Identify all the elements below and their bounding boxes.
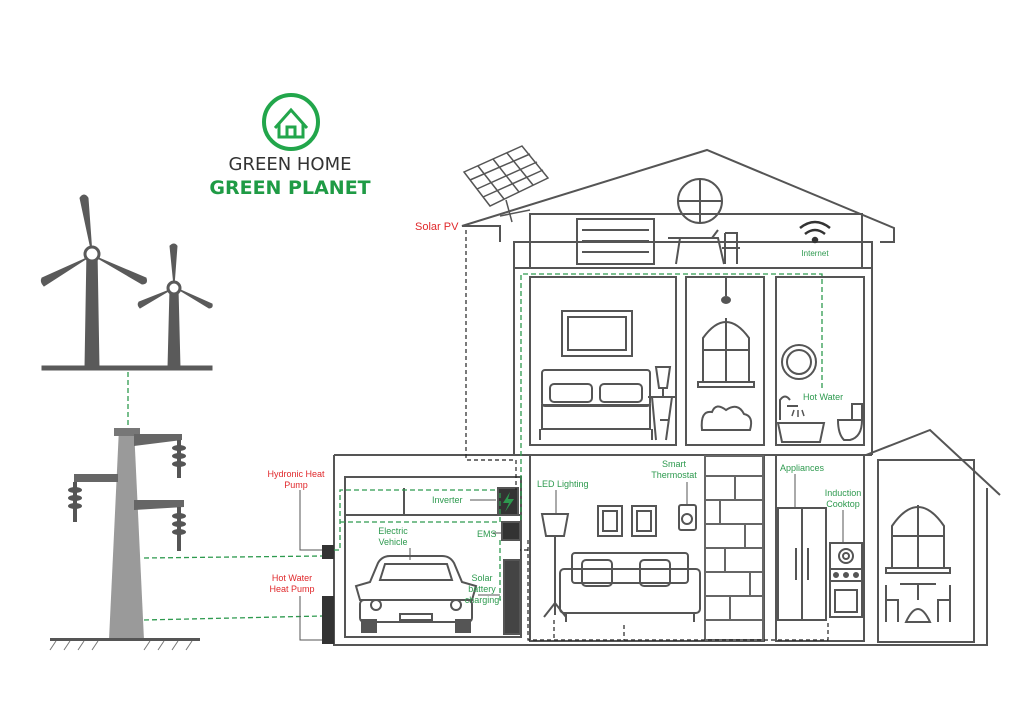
bathtub-foam-icon [700,405,753,431]
garage [344,476,522,638]
garage-contents [354,487,521,635]
picture-frame-icon [597,505,623,537]
label-ems: EMS [477,529,497,539]
kitchen [775,454,865,642]
logo: GREEN HOME GREEN PLANET [209,93,371,199]
sofa-icon [559,552,701,622]
bed-icon [539,369,653,440]
floor-lamp-icon [540,513,570,618]
battery-icon [503,559,521,635]
lamp-icon [648,366,676,441]
label-induction-line2: Cooktop [826,499,860,509]
chair-icon [722,232,740,264]
label-induction-line1: Induction [825,488,862,498]
label-thermostat-line1: Smart [662,459,687,469]
dining-chair-icon [937,585,951,622]
picture-frame-icon [631,505,657,537]
label-hydronic-line2: Pump [284,480,308,490]
induction-cooktop-icon [829,542,863,618]
kitchen-contents [777,507,863,621]
label-inverter: Inverter [432,495,463,505]
black-dashed-lines [465,230,829,641]
wind-turbine-small-icon [137,243,213,369]
ems-device-icon [501,521,521,541]
arched-window-icon [891,506,945,569]
refrigerator-icon [777,507,827,621]
shower-head-icon [779,395,798,420]
label-solar-batt-line2: battery [468,584,496,594]
label-solar-batt-line3: charging [465,595,500,605]
label-hot-water: Hot Water [803,392,843,402]
house-in-circle-icon [262,93,320,151]
label-solar-pv: Solar PV [415,221,459,233]
label-hydronic-line1: Hydronic Heat [267,469,325,479]
living-room-contents [540,455,764,641]
solar-panel-icon [462,145,550,223]
label-hw-pump-line2: Heat Pump [269,584,314,594]
round-mirror-icon [781,344,817,380]
bathroom [775,276,865,446]
label-ev-line2: Vehicle [378,537,407,547]
small-room-contents [697,277,755,431]
turbine-ground-line [41,365,213,371]
label-appliances: Appliances [780,463,825,473]
bathtub-icon [776,422,826,443]
pylon-ground-line [50,638,200,641]
dining-table-icon [900,583,936,623]
dining-room-contents [885,505,951,623]
thermostat-icon [678,504,697,531]
wifi-icon [799,220,831,244]
toilet-icon [836,419,864,441]
desk-icon [668,229,725,265]
labels: Solar PV Internet Hot Water Hydronic Hea… [267,221,861,605]
electric-car-icon [354,555,478,633]
dining-room [877,459,975,643]
hydronic-heat-pump-unit [322,545,334,559]
label-internet: Internet [801,249,829,258]
transmission-pylon-icon [49,428,200,651]
label-hw-pump-line1: Hot Water [272,573,312,583]
brand-line-1: GREEN HOME [229,154,352,175]
label-solar-batt-line1: Solar [471,573,492,583]
attic-contents [576,178,740,265]
arched-window-icon [702,321,750,383]
label-led-lighting: LED Lighting [537,479,589,489]
lightning-bolt-icon [503,492,514,512]
bedroom-contents [539,310,676,441]
label-thermostat-line2: Thermostat [651,470,697,480]
storage-crate-icon [576,218,655,265]
bathroom-contents [776,344,864,443]
brand-line-2: GREEN PLANET [209,177,370,199]
dining-chair-icon [885,585,899,622]
leader-lines [299,474,844,641]
label-ev-line1: Electric [378,526,408,536]
bedroom [529,276,677,446]
green-dashed-lines [127,273,823,621]
wind-turbines [40,194,213,371]
wind-turbine-large-icon [40,194,147,369]
wall-picture-icon [561,310,633,357]
hot-water-heat-pump-unit [322,596,334,644]
roof-outline [461,148,895,243]
brick-wall [704,455,764,641]
